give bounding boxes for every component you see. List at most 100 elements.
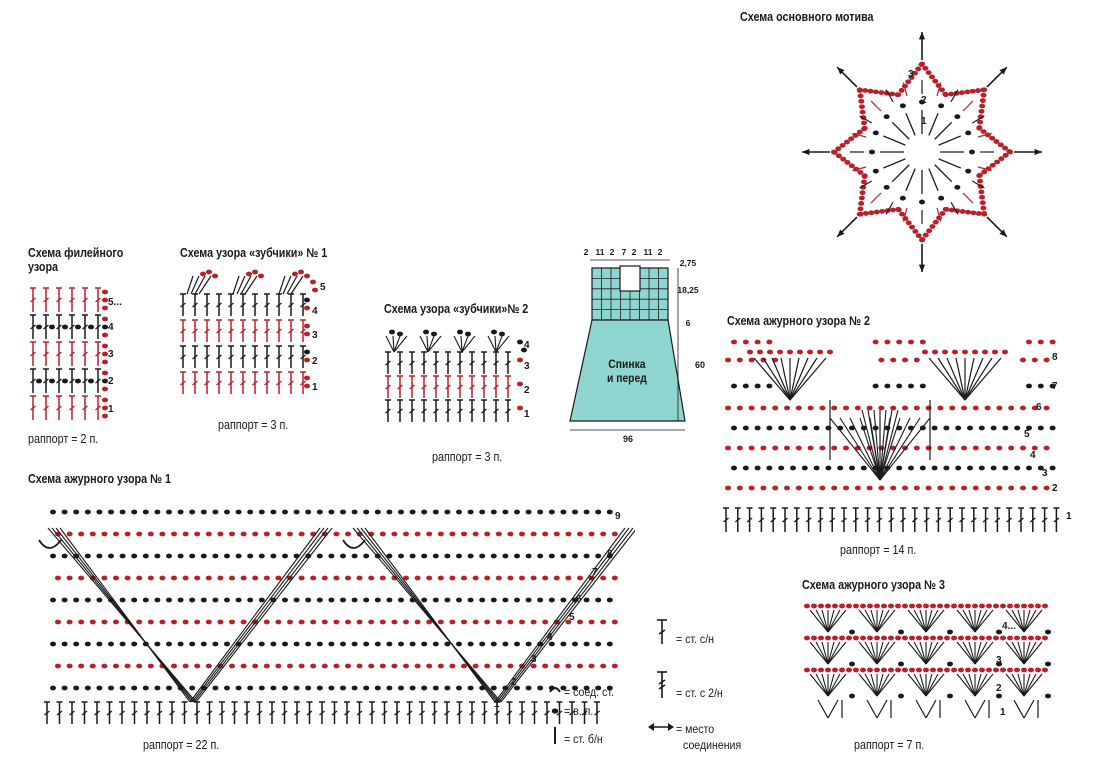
- neckline: [619, 265, 641, 292]
- chain-mark: [101, 575, 108, 581]
- chain-mark: [965, 603, 971, 609]
- chain-mark: [931, 465, 938, 471]
- chain-mark: [979, 603, 985, 609]
- stitch-bar: [544, 710, 550, 716]
- stitch-bar: [481, 384, 487, 390]
- stitch-line: [876, 699, 888, 719]
- stitch-bar: [69, 351, 75, 357]
- stitch-line: [870, 100, 882, 112]
- chain-mark: [1007, 149, 1013, 155]
- stitch-line: [859, 115, 873, 124]
- chain-mark: [849, 661, 855, 667]
- chain-mark: [131, 553, 138, 559]
- chain-mark: [50, 685, 56, 691]
- stitch-bar: [69, 378, 75, 384]
- chain-mark: [166, 553, 172, 559]
- chain-mark: [1049, 383, 1056, 389]
- chain-mark: [333, 531, 340, 537]
- chain-mark: [426, 619, 433, 625]
- chain-mark: [73, 597, 80, 603]
- chain-mark: [479, 641, 486, 647]
- stitch-bar: [131, 710, 138, 716]
- chain-mark: [909, 667, 915, 673]
- chain-mark: [263, 619, 270, 625]
- chain-mark: [36, 378, 42, 384]
- chain-mark: [856, 211, 863, 217]
- stitch-line: [393, 335, 408, 353]
- stitch-bar: [30, 378, 36, 384]
- stitch-line: [55, 527, 193, 703]
- chain-mark: [1026, 465, 1032, 471]
- chain-mark: [965, 635, 971, 641]
- chain-mark: [878, 90, 885, 95]
- stitch-line: [827, 699, 839, 719]
- chain-mark: [595, 685, 602, 691]
- stitch-bar: [445, 384, 451, 390]
- zub2-repeat: раппорт = 3 п.: [432, 450, 503, 464]
- chain-mark: [972, 405, 979, 411]
- chain-mark: [937, 445, 944, 451]
- chain-mark: [972, 485, 979, 491]
- chain-mark: [108, 509, 114, 515]
- chain-mark: [874, 667, 880, 673]
- chain-mark: [154, 641, 161, 647]
- chain-mark: [147, 619, 154, 625]
- chain-mark: [1049, 425, 1056, 431]
- chain-mark: [449, 531, 456, 537]
- stitch-bar: [300, 302, 306, 308]
- stitch-bar: [194, 710, 200, 716]
- azh1-row-5: 5: [569, 612, 575, 623]
- stitch-line: [827, 641, 847, 665]
- stitch-bar: [106, 710, 113, 716]
- chain-mark: [849, 465, 855, 471]
- chain-mark: [978, 465, 985, 471]
- motif-chart: [802, 32, 1042, 272]
- stitch-bar: [264, 380, 270, 386]
- chain-mark: [944, 635, 950, 641]
- chain-mark: [495, 619, 502, 625]
- stitch-bar: [244, 710, 250, 716]
- chain-mark: [403, 531, 409, 537]
- chain-mark: [872, 130, 879, 136]
- chain-mark: [171, 531, 177, 537]
- chain-mark: [298, 531, 305, 537]
- chain-mark: [832, 635, 838, 641]
- chain-mark: [867, 635, 873, 641]
- chain-mark: [839, 603, 845, 609]
- stitch-line: [938, 135, 962, 146]
- chain-mark: [807, 349, 813, 355]
- dim-label: 96: [623, 434, 633, 444]
- stitch-bar: [82, 351, 88, 357]
- stitch-bar: [56, 378, 62, 384]
- chain-mark: [403, 575, 409, 581]
- join-arrow-icon: [837, 67, 845, 75]
- chain-mark: [142, 597, 149, 603]
- stitch-bar: [506, 710, 513, 716]
- chain-mark: [467, 509, 474, 515]
- stitch-line: [393, 335, 401, 353]
- chain-mark: [282, 509, 288, 515]
- chain-mark: [282, 685, 288, 691]
- chain-mark: [490, 509, 497, 515]
- chain-mark: [386, 685, 393, 691]
- stitch-line: [1005, 641, 1025, 665]
- stitch-bar: [144, 710, 150, 716]
- stitch-bar: [206, 710, 213, 716]
- chain-mark: [154, 553, 161, 559]
- chain-mark: [860, 465, 867, 471]
- chain-mark: [560, 641, 567, 647]
- stitch-line: [286, 275, 298, 295]
- chain-mark: [252, 269, 258, 275]
- chain-mark: [853, 635, 859, 641]
- chain-mark: [958, 635, 964, 641]
- stitch-bar: [994, 517, 1001, 523]
- chain-mark: [55, 619, 61, 625]
- stitch-line: [827, 609, 841, 633]
- chain-mark: [490, 553, 497, 559]
- stitch-line: [955, 357, 966, 401]
- chain-mark: [298, 663, 305, 669]
- stitch-bar: [181, 710, 188, 716]
- legend-double-crochet: = ст. с/н: [676, 632, 714, 646]
- chain-mark: [423, 329, 429, 335]
- chain-mark: [270, 553, 277, 559]
